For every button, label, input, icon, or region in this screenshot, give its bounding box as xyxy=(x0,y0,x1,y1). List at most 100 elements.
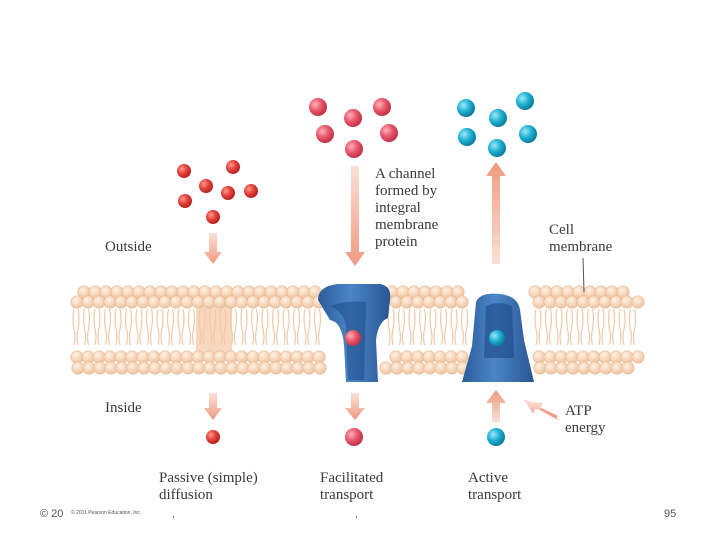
cell-membrane-pointer-line xyxy=(582,257,585,293)
lipid-head xyxy=(620,295,634,309)
lipid-head xyxy=(103,350,117,364)
lipid-head xyxy=(389,350,403,364)
lipid-head xyxy=(301,295,315,309)
facilitated-molecules-outside xyxy=(309,98,398,158)
lipid-head xyxy=(444,295,458,309)
lipid-head xyxy=(588,361,602,375)
lipid-head xyxy=(180,350,194,364)
lipid-head xyxy=(544,361,558,375)
lipid-head xyxy=(412,361,426,375)
lipid-head xyxy=(268,350,282,364)
passive-molecule-inside xyxy=(206,430,220,444)
lipid-head xyxy=(147,350,161,364)
lipid-head xyxy=(290,295,304,309)
lipid-head xyxy=(444,350,458,364)
lipid-head xyxy=(598,295,612,309)
lipid-head xyxy=(422,350,436,364)
lipid-head xyxy=(114,295,128,309)
lipid-head xyxy=(71,361,85,375)
lipid-head-row xyxy=(71,361,635,375)
lipid-head xyxy=(235,350,249,364)
active-molecule-inside xyxy=(487,428,505,446)
lipid-head xyxy=(169,295,183,309)
lipid-head xyxy=(70,350,84,364)
lipid-head xyxy=(213,350,227,364)
lipid-head xyxy=(224,295,238,309)
lipid-head xyxy=(214,361,228,375)
lipid-head xyxy=(577,361,591,375)
lipid-head xyxy=(543,350,557,364)
lipid-head xyxy=(576,295,590,309)
molecule-pink xyxy=(345,140,363,158)
molecule-red xyxy=(206,210,220,224)
lipid-head xyxy=(411,350,425,364)
lipid-head xyxy=(147,295,161,309)
lipid-head xyxy=(598,350,612,364)
lipid-head xyxy=(290,350,304,364)
lipid-head xyxy=(609,295,623,309)
lipid-head xyxy=(136,295,150,309)
publisher-credit: © 2011 Pearson Education, Inc. xyxy=(71,510,142,516)
lipid-head xyxy=(533,361,547,375)
lipid-head xyxy=(257,295,271,309)
lipid-head xyxy=(620,350,634,364)
lipid-head xyxy=(565,350,579,364)
lipid-head xyxy=(400,350,414,364)
lipid-head xyxy=(401,361,415,375)
copyright-prefix: © 20 xyxy=(40,508,64,520)
lipid-head xyxy=(246,350,260,364)
lipid-head xyxy=(246,295,260,309)
active-arrow-up-outside xyxy=(486,162,506,264)
lipid-head xyxy=(434,361,448,375)
lipid-head xyxy=(587,350,601,364)
molecule-cyan xyxy=(519,125,537,143)
lipid-head xyxy=(631,295,645,309)
lipid-head xyxy=(279,350,293,364)
lipid-head xyxy=(136,350,150,364)
lipid-head xyxy=(203,361,217,375)
lipid-head xyxy=(554,350,568,364)
passive-diffusion-label: Passive (simple) diffusion xyxy=(159,470,258,503)
facilitated-arrow-down-outside xyxy=(345,166,365,266)
lipid-head xyxy=(445,361,459,375)
molecule-cyan xyxy=(489,109,507,127)
lipid-head xyxy=(192,361,206,375)
lipid-head xyxy=(532,295,546,309)
molecule-in-pump xyxy=(489,330,505,346)
lipid-head xyxy=(81,350,95,364)
lipid-head xyxy=(280,361,294,375)
footer-comma: , xyxy=(355,509,358,520)
lipid-head xyxy=(566,361,580,375)
molecule-red xyxy=(244,184,258,198)
lipid-head xyxy=(455,295,469,309)
molecule-red xyxy=(177,164,191,178)
lipid-head xyxy=(158,295,172,309)
lipid-head xyxy=(279,295,293,309)
molecule-cyan xyxy=(488,139,506,157)
lipid-head-row xyxy=(70,295,645,309)
lipid-head xyxy=(159,361,173,375)
lipid-head xyxy=(268,295,282,309)
channel-label: A channel formed by integral membrane pr… xyxy=(375,166,439,250)
lipid-head xyxy=(70,295,84,309)
lipid-head xyxy=(213,295,227,309)
atp-energy-arrow xyxy=(524,400,560,420)
lipid-head xyxy=(422,295,436,309)
lipid-head xyxy=(313,361,327,375)
lipid-head xyxy=(169,350,183,364)
molecule-pink xyxy=(380,124,398,142)
lipid-head xyxy=(125,350,139,364)
facilitated-molecule-inside xyxy=(345,428,363,446)
lipid-head xyxy=(555,361,569,375)
lipid-head xyxy=(543,295,557,309)
active-arrow-up-inside xyxy=(486,390,506,422)
lipid-head xyxy=(82,361,96,375)
lipid-head xyxy=(158,350,172,364)
lipid-head xyxy=(225,361,239,375)
lipid-head xyxy=(81,295,95,309)
lipid-head xyxy=(599,361,613,375)
lipid-head xyxy=(104,361,118,375)
lipid-head xyxy=(258,361,272,375)
active-molecules-outside xyxy=(457,92,537,157)
